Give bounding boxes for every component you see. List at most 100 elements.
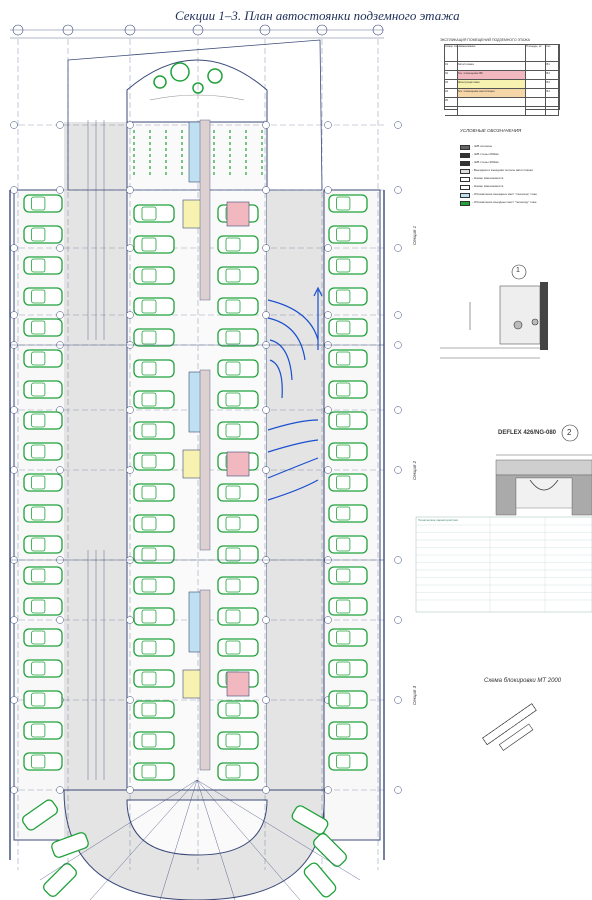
axis-marker [324, 616, 332, 624]
car-icon [291, 805, 329, 835]
explication-cell [457, 107, 527, 115]
car-icon [217, 576, 259, 595]
ramp-arrow [267, 457, 319, 479]
axis-marker [10, 466, 18, 474]
car-icon [217, 421, 259, 440]
garden-trees [149, 62, 245, 101]
car-icon [328, 318, 368, 337]
car-icon [51, 832, 89, 858]
axis-marker [262, 406, 270, 414]
legend-item: - Ж/Б стены 300мм [472, 160, 499, 164]
car-icon [217, 607, 259, 626]
axis-marker [394, 466, 402, 474]
legend-item: - Номер машиноместа [472, 176, 504, 180]
axis-marker [394, 556, 402, 564]
axis-marker [10, 186, 18, 194]
legend-item: - Обозначение выездных мест "пешеход" то… [472, 192, 537, 196]
technical-table [415, 516, 592, 613]
ramp-arrows [267, 286, 323, 501]
axis-marker [262, 786, 270, 794]
axis-marker [126, 244, 134, 252]
car-icon [133, 607, 175, 626]
car-icon [133, 297, 175, 316]
car-icon [133, 359, 175, 378]
car-icon [328, 473, 368, 492]
car-icon [23, 318, 63, 337]
car-icon [23, 690, 63, 709]
page-title: Секции 1–3. План автостоянки подземного … [175, 8, 460, 23]
car-icon [23, 411, 63, 430]
drive-aisle-left [64, 122, 127, 842]
axis-marker [56, 186, 64, 194]
car-icon [328, 442, 368, 461]
car-icon [328, 628, 368, 647]
blocking-scheme-drawing [482, 703, 537, 751]
axis-marker [126, 186, 134, 194]
car-icon [133, 514, 175, 533]
car-icon [328, 411, 368, 430]
car-icon [217, 545, 259, 564]
detail-number-1: 1 [516, 267, 520, 274]
car-icon [217, 235, 259, 254]
car-icon [133, 328, 175, 347]
axis-marker [262, 466, 270, 474]
technical-heading: Технические характеристики [418, 518, 459, 522]
blocking-scheme-title: Схема блокировки MT 2000 [484, 678, 562, 684]
axis-marker [10, 786, 18, 794]
car-icon [23, 721, 63, 740]
car-icon [328, 380, 368, 399]
explication-cell: 02 [445, 71, 458, 79]
axis-marker [10, 121, 18, 129]
car-icon [328, 659, 368, 678]
legend-item: - Ж/Б колонны [472, 144, 493, 148]
car-icon [23, 566, 63, 585]
car-icon [133, 390, 175, 409]
axis-marker [56, 244, 64, 252]
car-icon [23, 504, 63, 523]
garden-path [149, 94, 245, 101]
arrow-icon [313, 286, 323, 297]
car-icon [133, 576, 175, 595]
axis-marker [324, 406, 332, 414]
legend-heading: УСЛОВНЫЕ ОБОЗНАЧЕНИЯ [460, 128, 522, 133]
explication-header-cell: Номер помещ. [445, 45, 458, 61]
axis-marker [262, 311, 270, 319]
explication-cell: В4 [546, 80, 559, 88]
explication-cell: В4 [546, 71, 559, 79]
explication-header-cell: Площадь, м² [526, 45, 547, 61]
axis-marker [126, 616, 134, 624]
bottom-inner-rotunda [126, 799, 268, 856]
car-icon [328, 721, 368, 740]
explication-cell: 03 [445, 80, 458, 88]
axis-marker [262, 616, 270, 624]
car-icon [133, 235, 175, 254]
axis-marker [394, 311, 402, 319]
explication-cell [457, 98, 527, 106]
legend-swatch [460, 193, 470, 198]
detail-number-2: 2 [567, 428, 572, 437]
car-icon [23, 256, 63, 275]
explication-cell [526, 62, 547, 70]
axis-marker [126, 786, 134, 794]
detail-markers [511, 264, 579, 442]
deflex-title: DEFLEX 426/NG-080 [498, 430, 557, 436]
car-icon [328, 690, 368, 709]
axis-marker [126, 406, 134, 414]
axis-marker [126, 466, 134, 474]
car-icon [328, 752, 368, 771]
ramp-arrow [267, 419, 319, 431]
explication-row [445, 107, 559, 116]
drive-aisle-right [267, 190, 324, 840]
car-icon [133, 452, 175, 471]
explication-cell: Тех. помещение вентиляции [457, 89, 527, 97]
car-icon [23, 473, 63, 492]
legend-swatch [460, 169, 470, 174]
explication-cell [526, 98, 547, 106]
parking-spaces [21, 130, 368, 898]
section-label: Секция 1 [412, 225, 417, 245]
axis-marker [126, 696, 134, 704]
